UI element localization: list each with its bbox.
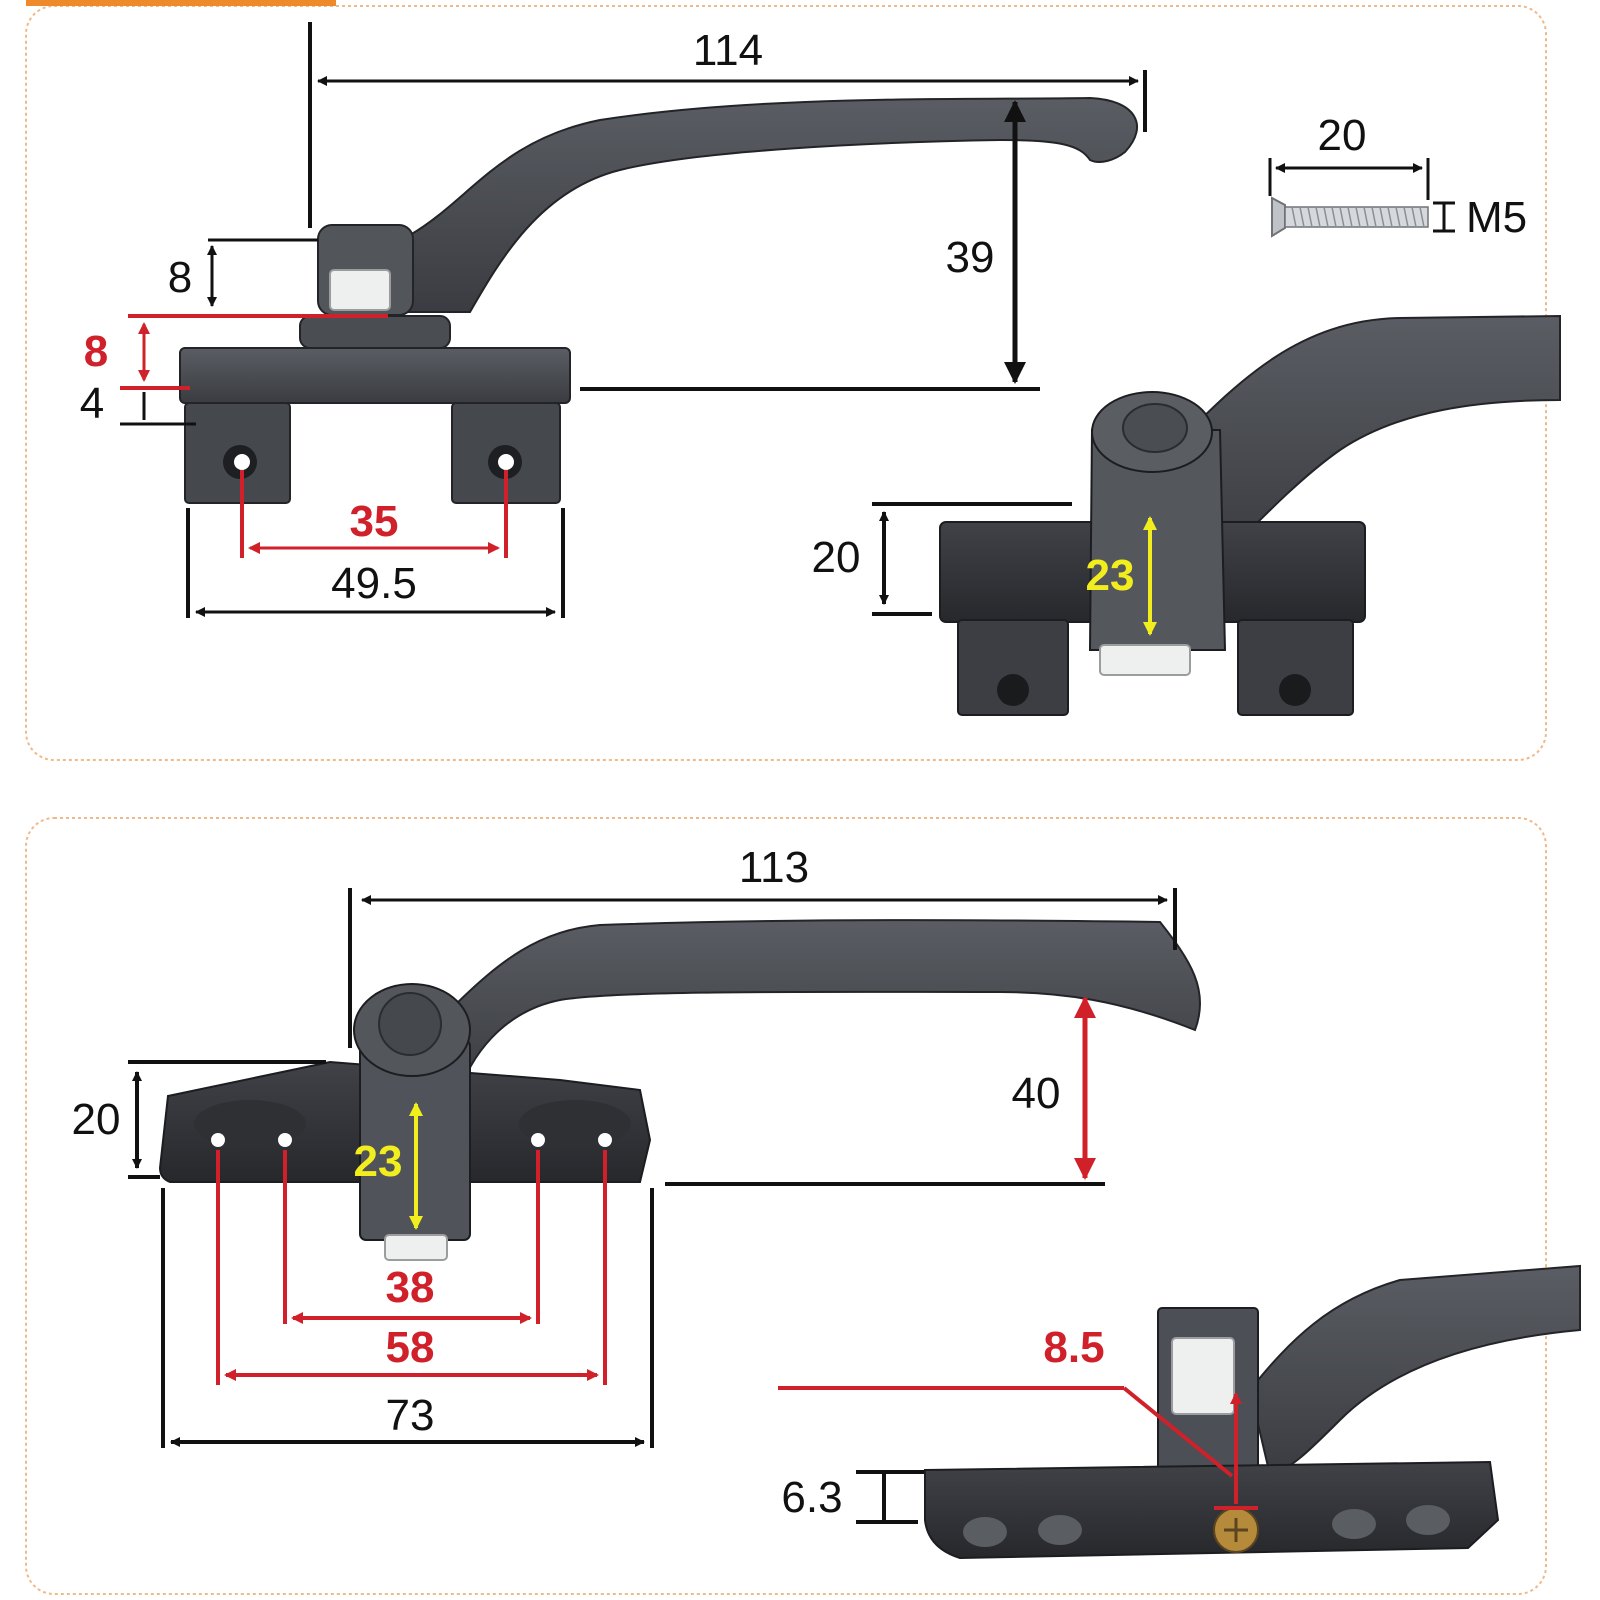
pivot-button-bottom (378, 992, 442, 1056)
dim-label-base-width-bottom: 73 (386, 1391, 435, 1440)
base-leg-left (957, 619, 1069, 716)
spindle-insert-underside (1171, 1337, 1235, 1415)
bottom-panel: 113 40 20 23 38 58 (25, 817, 1581, 1595)
dim-label-length: 114 (693, 26, 763, 75)
dim-label-lever-height: 39 (946, 233, 995, 282)
dim-label-body-height-bottom: 20 (72, 1095, 121, 1144)
lever-arm-angle (1178, 314, 1561, 562)
dim-label-base-width: 49.5 (331, 559, 417, 608)
underside-hole-3 (1332, 1509, 1376, 1539)
spindle-collar (299, 315, 451, 349)
mount-hole-2 (278, 1133, 292, 1147)
mount-hole-4 (598, 1133, 612, 1147)
lever-arm (398, 96, 1138, 313)
screw: 20 M5 (1268, 111, 1527, 242)
leg-hole-left (997, 674, 1029, 706)
handle-side-view-bottom: 113 40 20 23 38 58 (72, 843, 1202, 1448)
top-panel: 114 39 8 8 4 35 (25, 0, 1561, 761)
underside-hole-1 (963, 1517, 1007, 1547)
dim-label-spindle-length-bottom: 23 (354, 1137, 403, 1186)
lever-arm-underside (1248, 1264, 1581, 1477)
orange-header-bar (26, 0, 336, 6)
spindle-insert-angle (1099, 644, 1191, 676)
handle-angle-view-top: 20 23 (812, 314, 1561, 716)
dim-label-spindle-height: 8 (168, 253, 192, 302)
dim-label-base-thickness-underside: 6.3 (781, 1473, 842, 1522)
dim-bracket-m5 (1433, 201, 1455, 233)
pivot-button (1122, 403, 1188, 453)
spindle-insert (329, 269, 391, 311)
screw-hole-left-light (234, 454, 250, 470)
screw-thread (1291, 206, 1425, 228)
spindle-insert-bottom (384, 1234, 448, 1261)
dim-label-inner-hole-spacing: 38 (386, 1263, 435, 1312)
lever-arm-bottom (418, 919, 1202, 1091)
dim-label-screw-length: 20 (1318, 111, 1367, 160)
underside-hole-2 (1038, 1515, 1082, 1545)
screw-head (1271, 196, 1286, 238)
center-screw-cross (1224, 1518, 1248, 1542)
leg-hole-right (1279, 674, 1311, 706)
handle-side-view-top: 114 39 8 8 4 35 (80, 22, 1147, 618)
mount-hole-3 (531, 1133, 545, 1147)
dim-label-screw-thread: M5 (1466, 193, 1527, 242)
dim-label-length-bottom: 113 (739, 843, 809, 892)
dim-label-body-height: 20 (812, 533, 861, 582)
dim-label-base-thickness: 4 (80, 379, 104, 428)
dim-label-spindle-offset: 8.5 (1043, 1323, 1104, 1372)
leader-8-5-diagonal (1122, 1386, 1234, 1478)
base-leg-right (1237, 619, 1354, 716)
handle-underside-view: 8.5 6.3 (778, 1264, 1581, 1560)
dim-label-hole-spacing: 35 (350, 497, 399, 546)
dim-label-lever-height-bottom: 40 (1012, 1069, 1061, 1118)
dim-label-spindle-length: 23 (1086, 551, 1135, 600)
screw-hole-right-light (498, 454, 514, 470)
dim-label-square-height: 8 (84, 327, 108, 376)
dim-label-outer-hole-spacing: 58 (386, 1323, 435, 1372)
mount-hole-1 (211, 1133, 225, 1147)
underside-hole-4 (1406, 1505, 1450, 1535)
base-plate (179, 347, 571, 404)
